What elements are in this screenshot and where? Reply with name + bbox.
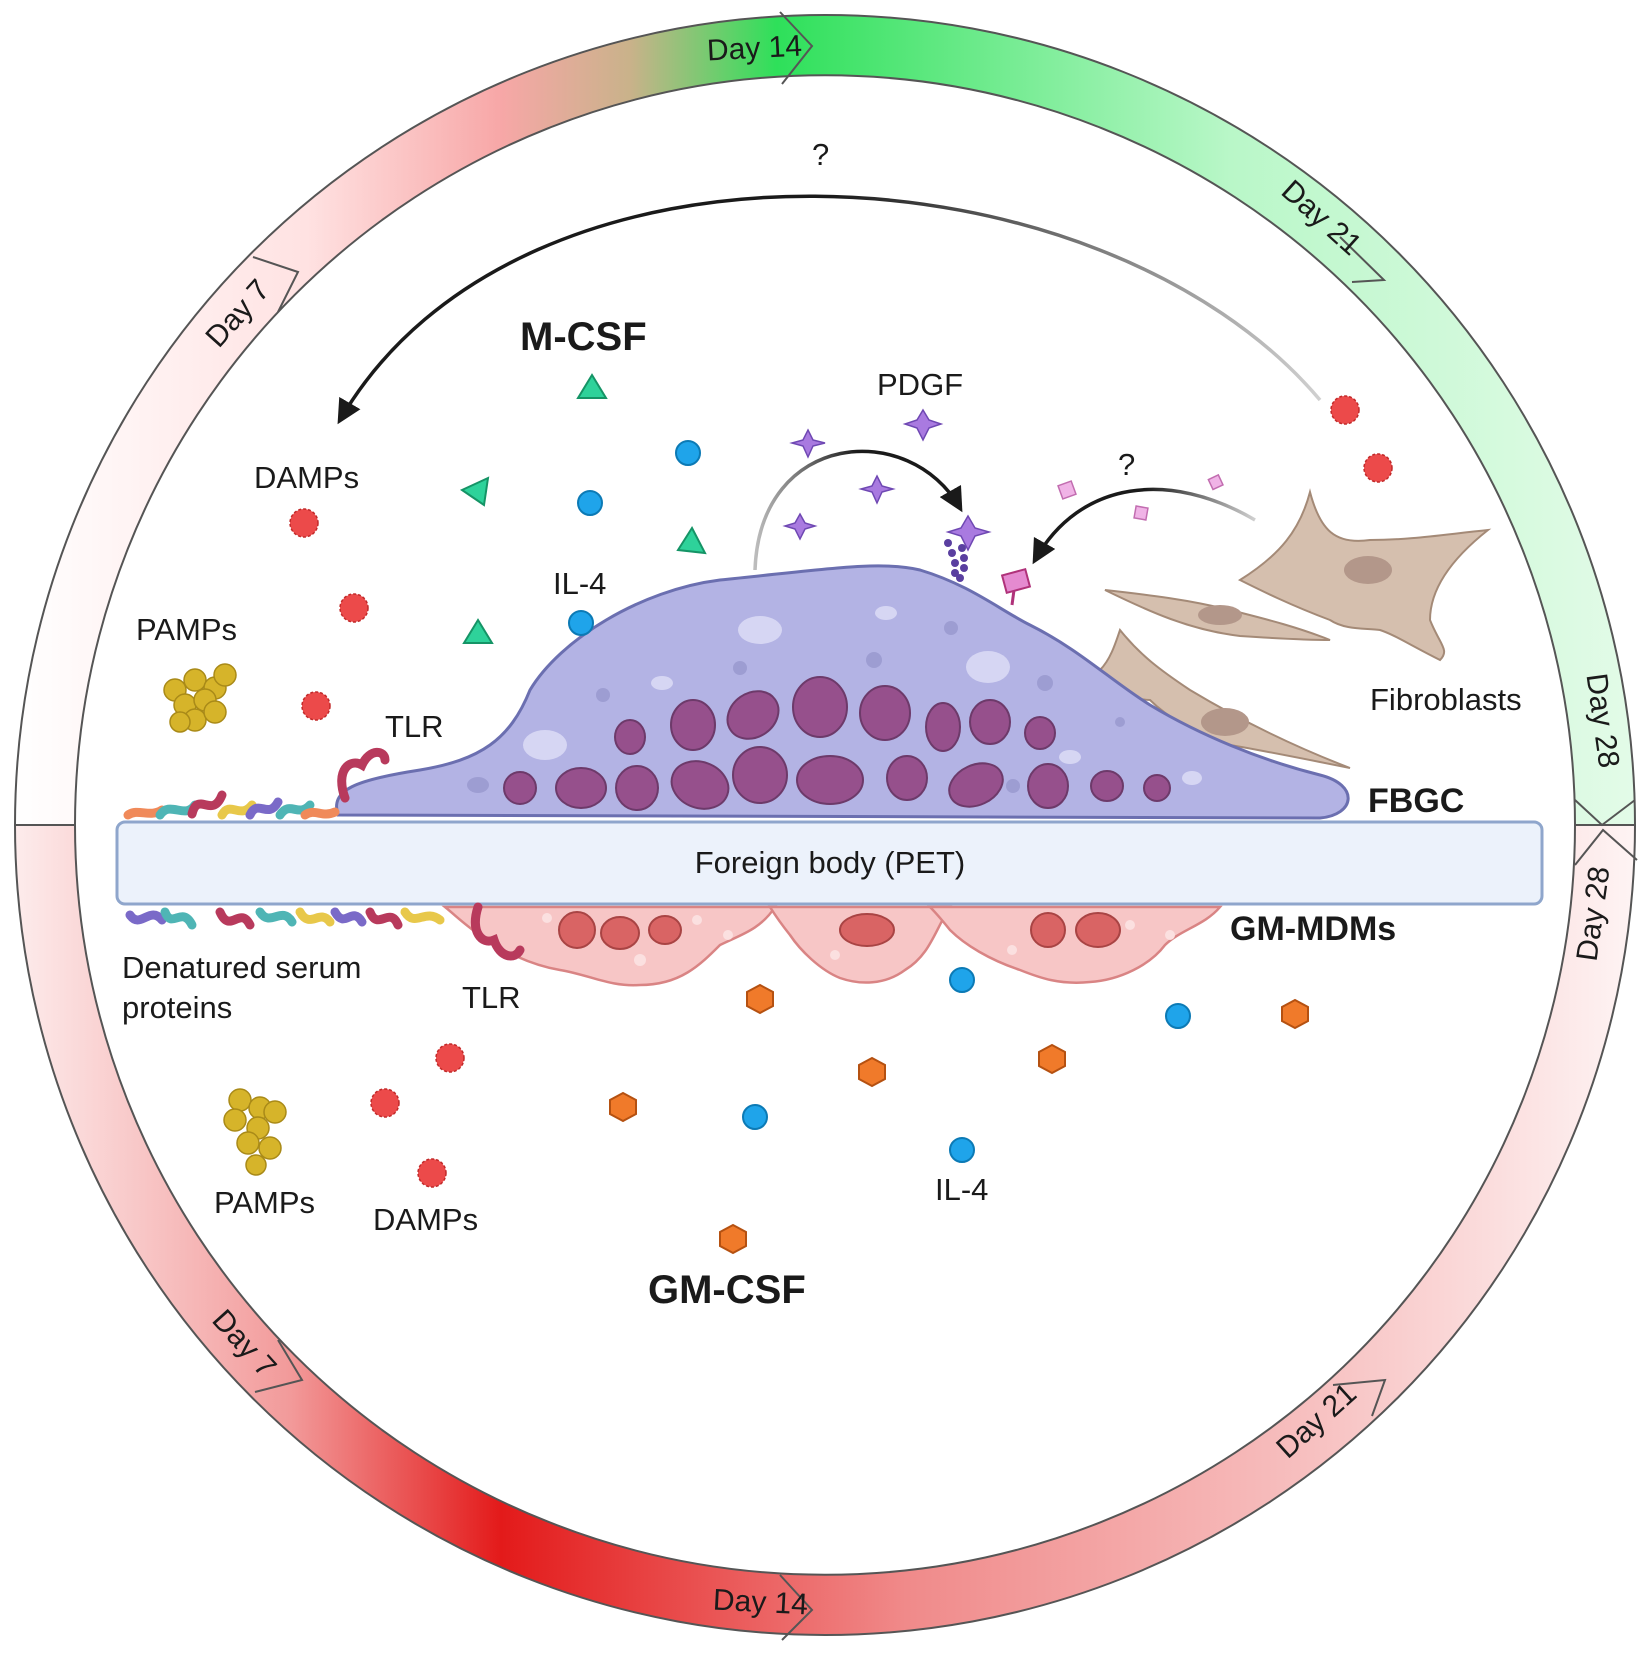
- pamp-cluster-top: [163, 663, 237, 733]
- fibroblast-signal-arrow: [1032, 487, 1256, 565]
- damps-label-bottom: DAMPs: [373, 1202, 478, 1237]
- tlr-receptor-top: [337, 747, 390, 803]
- fbgc-vacuoles: [523, 606, 1202, 785]
- fibroblast-signal-molecules: [1057, 473, 1224, 521]
- question-mark-top: ?: [812, 137, 829, 172]
- tlr-receptor-bottom: [470, 902, 525, 961]
- pdgf-autocrine-arrow: [753, 449, 963, 571]
- il4-molecules: [568, 440, 1191, 1163]
- damp-molecules: [289, 395, 1393, 1188]
- fibroblast-nuclei: [1198, 556, 1392, 736]
- fbgc-nuclei: [503, 676, 1171, 811]
- pdgf-receptor: [944, 539, 968, 582]
- mcsf-molecules: [459, 373, 707, 644]
- fibroblasts-label: Fibroblasts: [1370, 682, 1522, 717]
- tlr-label-bottom: TLR: [462, 980, 521, 1015]
- denatured-label-line1: Denatured serum: [122, 950, 362, 985]
- il4-label-top: IL-4: [553, 566, 606, 601]
- feedback-arrow-large: [337, 194, 1322, 425]
- damps-label-top: DAMPs: [254, 460, 359, 495]
- gmcsf-label: GM-CSF: [648, 1268, 806, 1312]
- pamps-label-bottom: PAMPs: [214, 1185, 315, 1220]
- fbgc-granules: [467, 621, 1125, 793]
- fbgc-label: FBGC: [1368, 782, 1464, 820]
- pdgf-molecules: [782, 408, 992, 552]
- tlr-label-top: TLR: [385, 709, 444, 744]
- ring-bottom-half: [13, 824, 1637, 1636]
- question-mark-right: ?: [1118, 447, 1135, 482]
- foreign-body-bar: [115, 820, 1544, 906]
- pamp-cluster-bottom: [223, 1088, 287, 1176]
- gm-mdms-label: GM-MDMs: [1230, 910, 1396, 948]
- day-label-bottom-14: Day 14: [712, 1584, 809, 1622]
- ring-top-chevrons: [252, 11, 1636, 827]
- mcsf-label: M-CSF: [520, 315, 647, 359]
- serum-proteins-bottom: [125, 907, 445, 930]
- receptor-pink: [1000, 567, 1032, 606]
- ring-bottom-chevrons: [254, 828, 1638, 1641]
- denatured-label-line2: proteins: [122, 990, 232, 1025]
- gmcsf-molecules: [609, 983, 1309, 1255]
- pamps-label-top: PAMPs: [136, 612, 237, 647]
- il4-label-bottom: IL-4: [935, 1172, 988, 1207]
- serum-proteins-top: [123, 790, 340, 820]
- gm-mdm-vesicles: [542, 913, 1175, 966]
- pdgf-label: PDGF: [877, 367, 963, 402]
- day-label-top-14: Day 14: [706, 30, 803, 68]
- gm-mdm-nuclei: [558, 911, 1121, 950]
- foreign-body-label: Foreign body (PET): [695, 845, 966, 880]
- ring-top-half: [13, 14, 1637, 826]
